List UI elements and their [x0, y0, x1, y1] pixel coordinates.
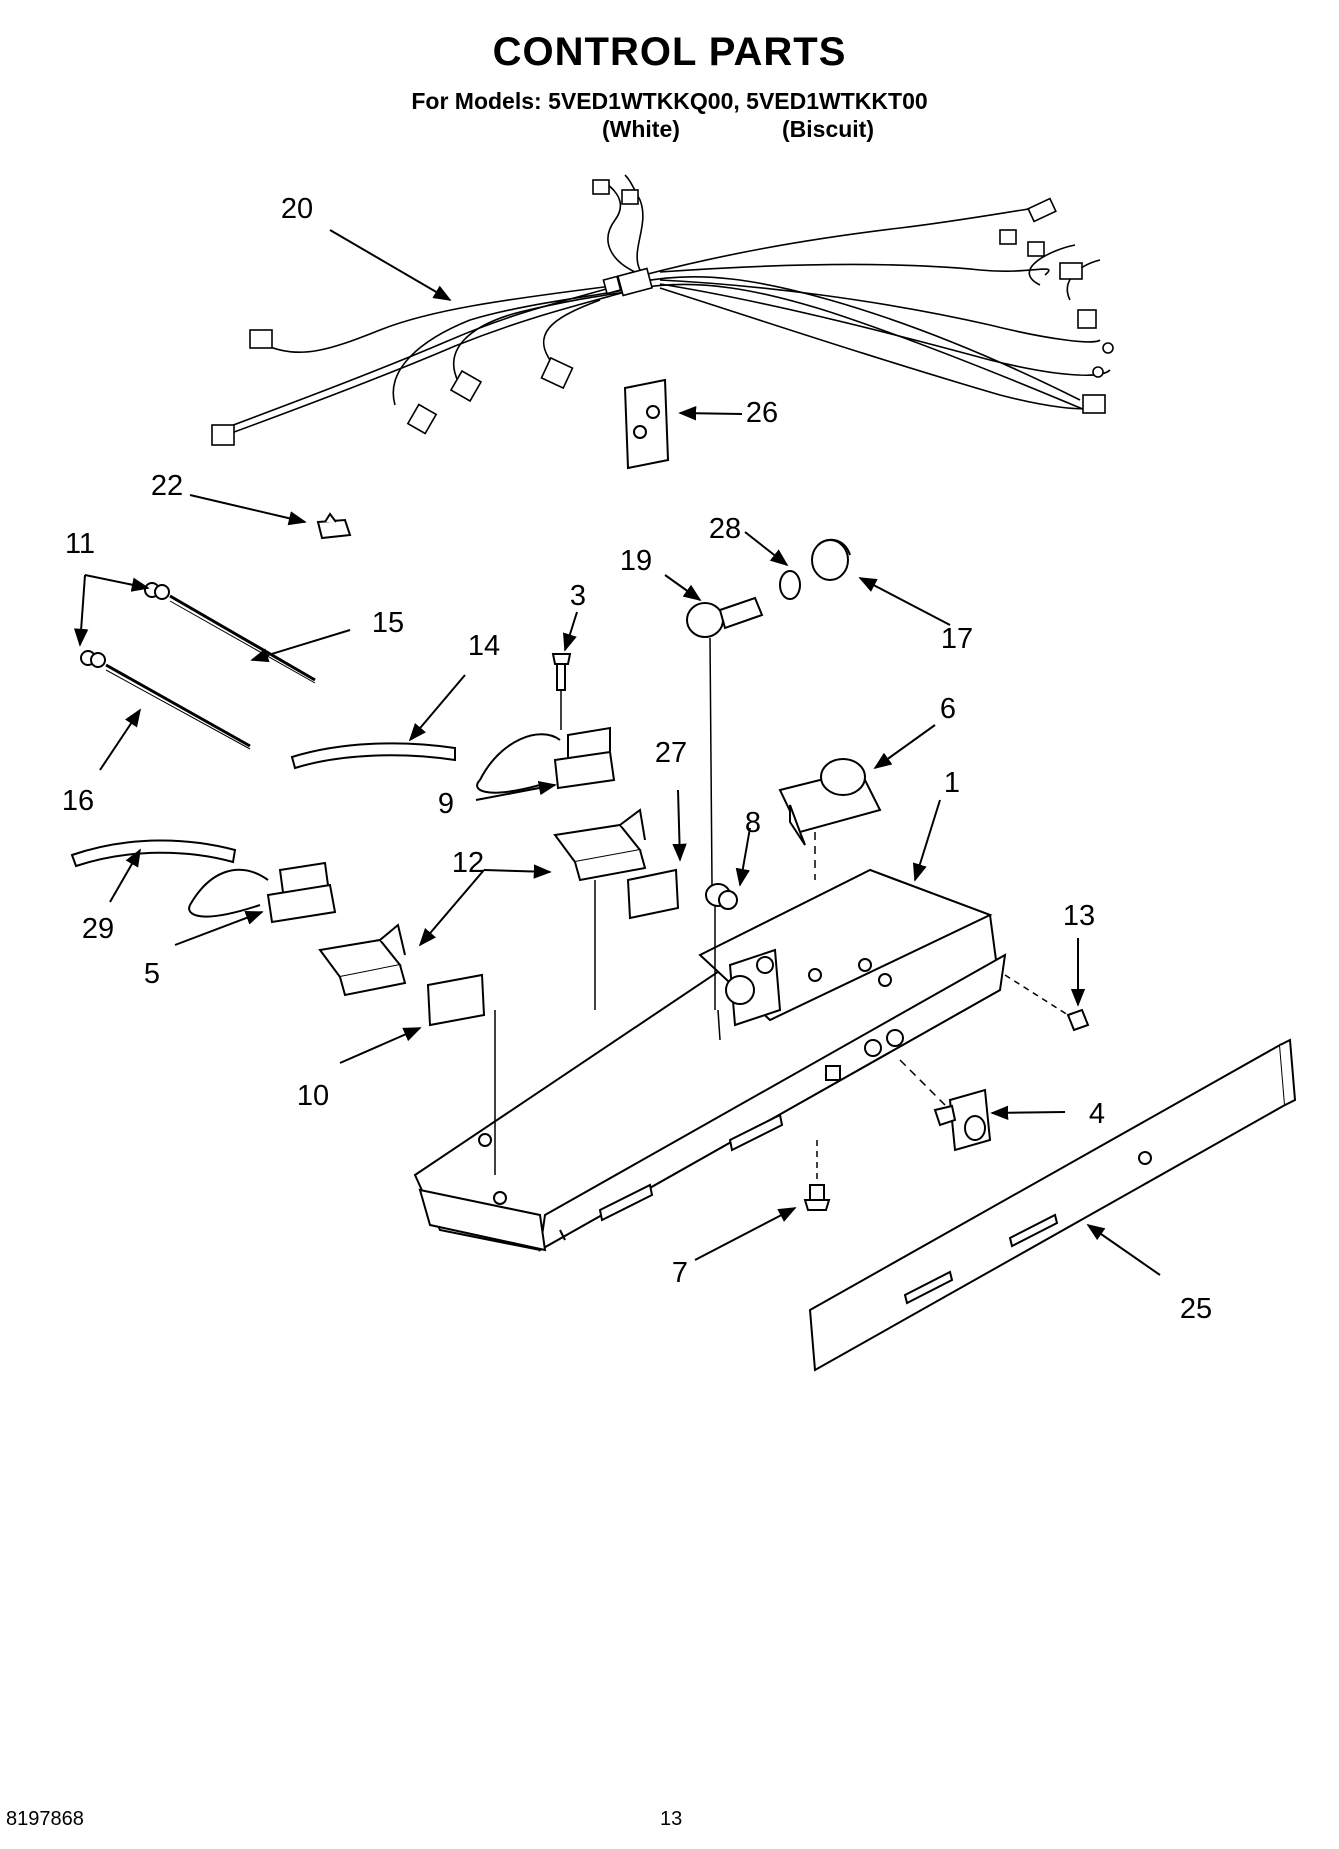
callout-5: 5 — [144, 958, 160, 990]
callout-1: 1 — [944, 767, 960, 799]
timer-6 — [778, 758, 882, 880]
rods-grommets — [80, 582, 316, 750]
screw-7 — [803, 1140, 831, 1211]
callout-3: 3 — [570, 580, 586, 612]
control-housing-1 — [413, 868, 1007, 1252]
callout-arrows — [73, 229, 1161, 1276]
callout-25: 25 — [1180, 1293, 1212, 1325]
callout-4: 4 — [1089, 1098, 1105, 1130]
callout-7: 7 — [672, 1257, 688, 1289]
switch-5 — [188, 861, 337, 924]
callout-12: 12 — [452, 847, 484, 879]
clip-22 — [316, 512, 352, 540]
grommet-8 — [705, 883, 738, 1010]
callout-15: 15 — [372, 607, 404, 639]
variant-biscuit: (Biscuit) — [782, 116, 874, 142]
models-line: For Models: 5VED1WTKKQ00, 5VED1WTKKT00 — [411, 88, 928, 114]
plate-26 — [623, 378, 670, 470]
callout-19: 19 — [620, 545, 652, 577]
document-number: 8197868 — [6, 1808, 84, 1830]
labels — [426, 868, 680, 1027]
callout-16: 16 — [62, 785, 94, 817]
callout-labels: 20 26 22 11 15 16 14 3 9 28 19 17 6 27 1… — [62, 193, 1212, 1325]
tubes — [70, 742, 456, 868]
variant-white: (White) — [602, 116, 680, 142]
callout-11: 11 — [65, 528, 95, 560]
lamp-assembly — [686, 538, 851, 638]
callout-17: 17 — [941, 623, 973, 655]
callout-13: 13 — [1063, 900, 1095, 932]
callout-27: 27 — [655, 737, 687, 769]
callout-8: 8 — [745, 807, 761, 839]
callout-9: 9 — [438, 788, 454, 820]
callout-14: 14 — [468, 630, 500, 662]
callout-6: 6 — [940, 693, 956, 725]
page-number: 13 — [660, 1808, 683, 1830]
callout-29: 29 — [82, 913, 114, 945]
page-title: CONTROL PARTS — [492, 30, 847, 74]
brackets-12 — [318, 808, 647, 997]
callout-26: 26 — [746, 397, 778, 429]
switch-9 — [476, 653, 616, 794]
callout-10: 10 — [297, 1080, 329, 1112]
wire-harness-20 — [211, 174, 1114, 446]
callout-22: 22 — [151, 470, 183, 502]
front-panel-25 — [808, 1038, 1297, 1372]
screw-13 — [1004, 974, 1090, 1032]
callout-20: 20 — [281, 193, 313, 225]
knob-4 — [899, 1059, 992, 1152]
callout-28: 28 — [709, 513, 741, 545]
